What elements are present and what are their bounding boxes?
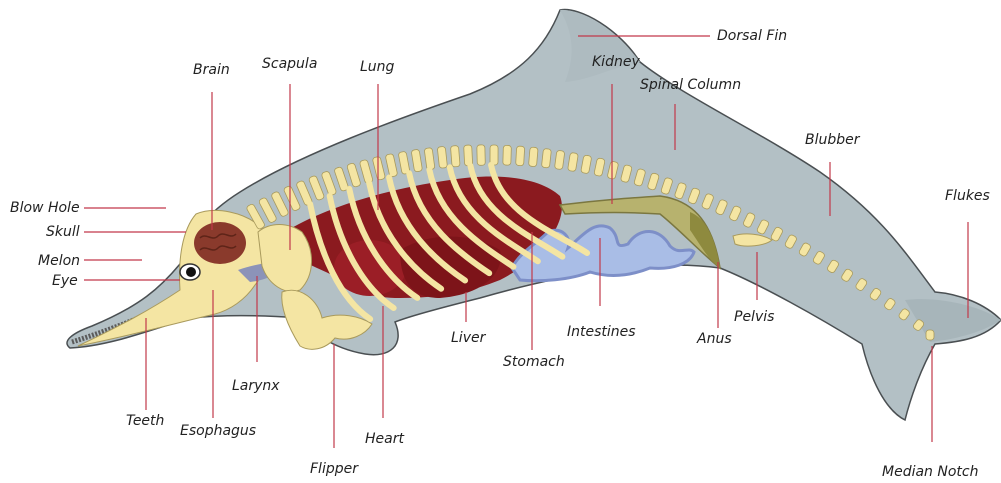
vertebra xyxy=(477,145,485,166)
brain-organ xyxy=(194,222,246,264)
label-liver: Liver xyxy=(451,330,485,346)
label-stomach: Stomach xyxy=(503,354,565,370)
label-eye: Eye xyxy=(52,273,78,289)
eye-pupil xyxy=(186,267,196,277)
label-anus: Anus xyxy=(697,331,732,347)
label-heart: Heart xyxy=(365,431,404,447)
vertebra xyxy=(437,146,447,168)
label-flukes: Flukes xyxy=(945,188,990,204)
vertebra xyxy=(464,145,473,166)
vertebra xyxy=(503,145,512,165)
vertebra xyxy=(529,147,539,167)
label-skull: Skull xyxy=(46,224,80,240)
label-kidney: Kidney xyxy=(592,54,640,70)
vertebra xyxy=(516,146,525,166)
label-melon: Melon xyxy=(38,253,80,269)
label-pelvis: Pelvis xyxy=(734,309,774,325)
label-scapula: Scapula xyxy=(262,56,317,72)
vertebra xyxy=(541,148,551,168)
label-blow-hole: Blow Hole xyxy=(10,200,80,216)
label-blubber: Blubber xyxy=(805,132,860,148)
label-median-notch: Median Notch xyxy=(882,464,978,480)
vertebra xyxy=(926,330,934,340)
label-flipper: Flipper xyxy=(310,461,358,477)
label-intestines: Intestines xyxy=(567,324,636,340)
label-spinal-column: Spinal Column xyxy=(640,77,741,93)
label-esophagus: Esophagus xyxy=(180,423,256,439)
label-dorsal-fin: Dorsal Fin xyxy=(717,28,787,44)
label-brain: Brain xyxy=(193,62,230,78)
label-teeth: Teeth xyxy=(126,413,164,429)
vertebra xyxy=(450,145,460,167)
label-larynx: Larynx xyxy=(232,378,280,394)
label-lung: Lung xyxy=(360,59,394,75)
